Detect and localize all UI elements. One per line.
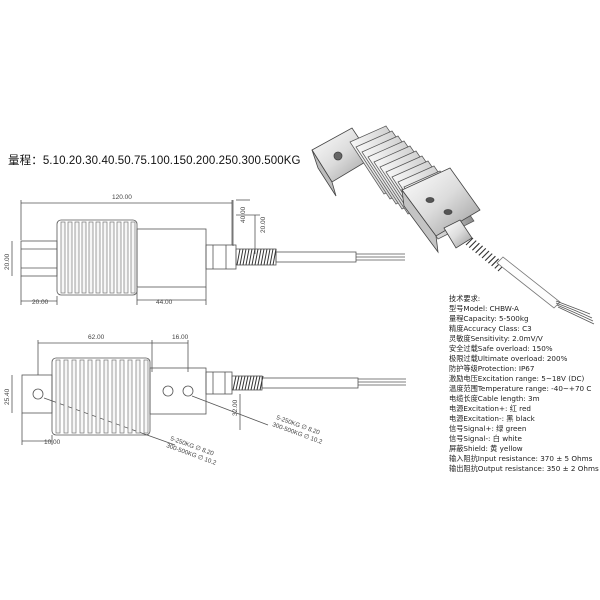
spring-coil [250, 375, 255, 391]
spring-coil [232, 375, 237, 391]
dim-bottom-right-small: 16.00 [172, 334, 189, 341]
dim-top-total-length: 120.00 [112, 194, 132, 201]
spec-line: 信号Signal+: 绿 green [449, 424, 527, 433]
spec-line: 电缆长度Cable length: 3m [449, 394, 540, 403]
specifications-panel: 技术要求: 型号Model: CHBW-A 量程Capacity: 5-500k… [449, 294, 599, 474]
fin [130, 221, 136, 294]
spring-coil [254, 248, 259, 266]
spec-line: 量程Capacity: 5-500kg [449, 314, 529, 323]
fin [79, 359, 85, 434]
spec-line: 极限过载Ultimate overload: 200% [449, 354, 568, 363]
spec-line: 输出阻抗Output resistance: 350 ± 2 Ohms [449, 464, 599, 473]
fin [55, 359, 61, 434]
spring-coil [491, 258, 499, 267]
spring-coil [478, 248, 487, 256]
spring-coil [251, 248, 256, 266]
fin [71, 359, 77, 434]
dim-bottom-right-height: 32.00 [232, 399, 239, 416]
fin [81, 221, 87, 294]
dim-top-offset-small: 20.00 [260, 216, 267, 233]
spring-coil [472, 242, 480, 251]
spring-coil [239, 248, 244, 266]
spring-coil [272, 248, 277, 266]
spec-line: 屏蔽Shield: 黄 yellow [449, 444, 523, 453]
fin [87, 359, 93, 434]
spring-coil [242, 248, 247, 266]
spring-coil [481, 250, 490, 259]
spring-coil [238, 375, 243, 391]
spring-coil [248, 248, 253, 266]
spec-line: 型号Model: CHBW-A [449, 304, 519, 313]
fin [88, 221, 94, 294]
capacity-range-values: 5.10.20.30.40.50.75.100.150.200.250.300.… [42, 155, 301, 167]
fin [60, 221, 66, 294]
spec-line: 精度Accuracy Class: C3 [449, 324, 532, 333]
fin [127, 359, 133, 434]
spec-line: 温度范围Temperature range: -40~+70 C [449, 384, 592, 393]
fin [143, 359, 149, 434]
spring-coil [465, 237, 474, 246]
fin [74, 221, 80, 294]
spring-coil [260, 248, 265, 266]
spring-coil [263, 248, 268, 266]
fin [109, 221, 115, 294]
spring-coil [468, 240, 477, 248]
fin [111, 359, 117, 434]
spec-line: 激励电压Excitation range: 5~18V (DC) [449, 374, 585, 383]
fin [119, 359, 125, 434]
spring-coil [266, 248, 271, 266]
fin [95, 221, 101, 294]
spring-coil [269, 248, 274, 266]
spring-coil [247, 375, 252, 391]
fin [63, 359, 69, 434]
spec-line: 防护等级Protection: IP67 [449, 364, 535, 373]
capacity-range-line: 量程：5.10.20.30.40.50.75.100.150.200.250.3… [8, 152, 301, 168]
spring-coil [241, 375, 246, 391]
dim-top-left-end: 20.00 [32, 299, 49, 306]
spring-coil [256, 375, 261, 391]
spring-coil [259, 375, 264, 391]
spec-line: 信号Signal-: 白 white [449, 434, 522, 443]
dim-top-offset-top: 40.00 [240, 206, 247, 223]
capacity-range-label: 量程： [8, 155, 43, 167]
dim-bottom-left-end: 10.00 [44, 439, 61, 446]
fin [123, 221, 129, 294]
spec-line: 电源Excitation-: 黑 black [449, 414, 535, 423]
specifications-title: 技术要求: [449, 294, 481, 303]
spec-line: 灵敏度Sensitivity: 2.0mV/V [449, 334, 543, 343]
dim-bottom-left-length: 62.00 [88, 334, 105, 341]
spring-coil [484, 253, 493, 261]
spring-coil [245, 248, 250, 266]
spec-line: 输入阻抗Input resistance: 370 ± 5 Ohms [449, 454, 593, 463]
fin [135, 359, 141, 434]
spring-coil [235, 375, 240, 391]
spring-coil [488, 255, 496, 264]
fin [103, 359, 109, 434]
dim-bottom-left-height: 25.40 [4, 388, 11, 405]
spec-line: 安全过载Safe overload: 150% [449, 344, 553, 353]
spec-line: 电源Excitation+: 红 red [449, 404, 531, 413]
spring-coil [257, 248, 262, 266]
fin [102, 221, 108, 294]
fin [116, 221, 122, 294]
spring-coil [475, 245, 483, 254]
dim-top-right-section: 44.00 [156, 299, 173, 306]
fin [67, 221, 73, 294]
dim-top-height: 20.00 [4, 253, 11, 270]
spring-coil [253, 375, 258, 391]
spring-coil [236, 248, 241, 266]
spring-coil [244, 375, 249, 391]
fin [95, 359, 101, 434]
